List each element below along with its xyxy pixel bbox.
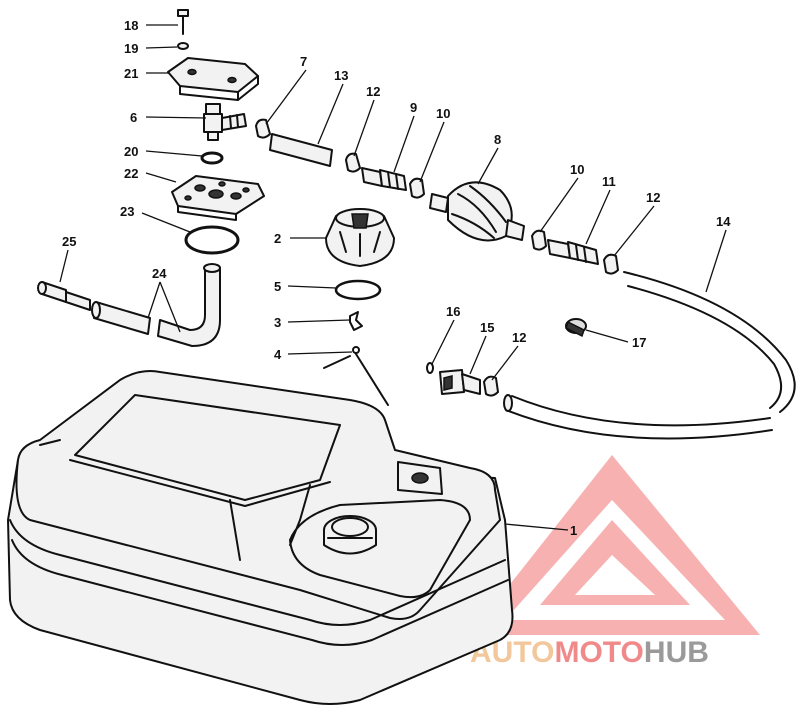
fuel-tank [7, 370, 514, 705]
callout-9: 9 [410, 100, 417, 115]
callout-12: 12 [646, 190, 660, 205]
part-24-pickup-tubes [91, 263, 221, 347]
callout-20: 20 [124, 144, 138, 159]
part-9-connector [361, 167, 407, 191]
part-11-connector [547, 239, 599, 265]
part-17-worm-clamp [565, 318, 587, 338]
part-6-elbow-fitting [203, 103, 247, 141]
part-5-gasket [334, 279, 382, 301]
callout-22: 22 [124, 166, 138, 181]
part-12-hose-clamp [345, 152, 361, 173]
callout-19: 19 [124, 41, 138, 56]
callout-15: 15 [480, 320, 494, 335]
watermark-text-hub: HUB [644, 636, 709, 669]
callout-10: 10 [570, 162, 584, 177]
part-15-tank-fitting [439, 369, 481, 395]
part-4-rod [323, 346, 389, 406]
part-14-fuel-hose [623, 271, 796, 413]
part-12-hose-clamp [603, 253, 619, 275]
part-22-pickup-plate [171, 175, 265, 221]
watermark-logo: AUTOMOTOHUB [470, 455, 760, 669]
part-25-filter [37, 281, 91, 311]
callout-3: 3 [274, 315, 281, 330]
callout-25: 25 [62, 234, 76, 249]
part-19-washer [177, 42, 189, 50]
callout-1: 1 [570, 523, 577, 538]
part-10-hose-clamp [409, 177, 425, 199]
callout-17: 17 [632, 335, 646, 350]
callout-12: 12 [366, 84, 380, 99]
callout-5: 5 [274, 279, 281, 294]
callout-8: 8 [494, 132, 501, 147]
callout-2: 2 [274, 231, 281, 246]
callout-4: 4 [274, 347, 282, 362]
callout-18: 18 [124, 18, 138, 33]
callout-21: 21 [124, 66, 138, 81]
callout-23: 23 [120, 204, 134, 219]
part-20-o-ring [200, 151, 224, 165]
part-12-hose-clamp [483, 375, 499, 397]
part-13-hose [269, 133, 333, 167]
part-3-clip [349, 311, 363, 331]
callout-6: 6 [130, 110, 137, 125]
callout-12: 12 [512, 330, 526, 345]
part-23-gasket [184, 225, 240, 255]
watermark-text-moto: MOTO [554, 636, 643, 669]
part-10-hose-clamp [531, 229, 547, 251]
callout-24: 24 [152, 266, 167, 281]
callout-10: 10 [436, 106, 450, 121]
part-2-cap [325, 208, 395, 267]
part-21-cover-plate [167, 57, 259, 101]
callout-16: 16 [446, 304, 460, 319]
callout-labels: 18 19 21 6 20 22 23 25 24 2 5 3 4 7 13 1… [62, 18, 731, 538]
callout-14: 14 [716, 214, 731, 229]
callout-13: 13 [334, 68, 348, 83]
part-16-o-ring [426, 362, 434, 374]
leader-lines [59, 24, 727, 531]
callout-11: 11 [602, 174, 616, 189]
callout-7: 7 [300, 54, 307, 69]
part-8-primer-bulb [429, 181, 525, 242]
part-18-screw [177, 9, 189, 35]
svg-text:AUTOMOTOHUB: AUTOMOTOHUB [470, 636, 709, 669]
